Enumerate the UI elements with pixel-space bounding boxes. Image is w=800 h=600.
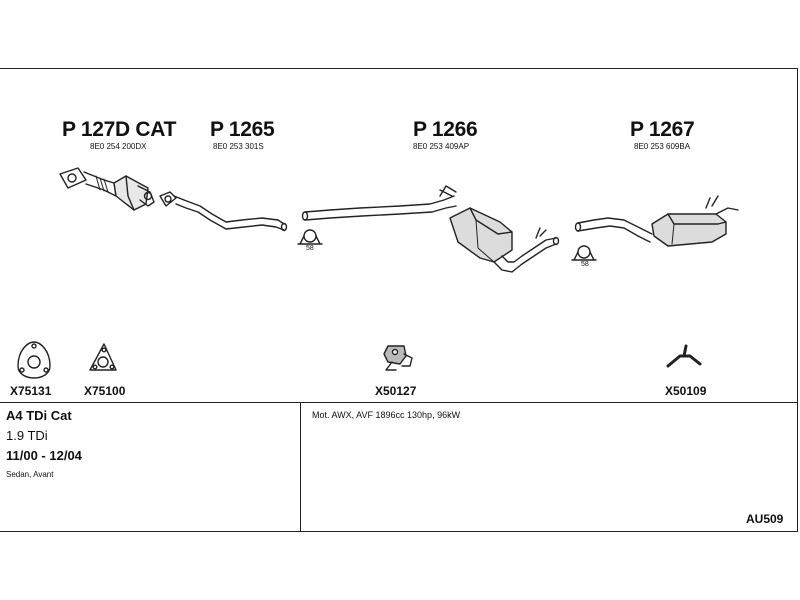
fitting-code-x75100[interactable]: X75100 [84, 384, 126, 398]
part-code-rear-silencer[interactable]: P 1267 [630, 118, 695, 141]
gasket-3-bolt-icon[interactable] [17, 341, 51, 379]
rubber-hanger-icon[interactable] [383, 345, 413, 371]
fitting-code-x50109[interactable]: X50109 [665, 384, 707, 398]
vehicle-model: A4 TDi Cat [6, 408, 72, 423]
part-code-middle-silencer[interactable]: P 1266 [413, 118, 478, 141]
motor-spec: Mot. AWX, AVF 1896cc 130hp, 96kW [312, 410, 461, 420]
front-catalyst-drawing[interactable] [59, 167, 155, 211]
vehicle-body: Sedan, Avant [6, 470, 54, 479]
gasket-triangle-icon[interactable] [89, 343, 117, 371]
divider-vertical [300, 402, 301, 532]
part-oe-middle-silencer: 8E0 253 409AP [413, 142, 470, 151]
part-oe-front-pipe: 8E0 253 301S [213, 142, 264, 151]
reference-code: AU509 [746, 512, 784, 526]
part-oe-front-cat: 8E0 254 200DX [90, 142, 147, 151]
fitting-code-x50127[interactable]: X50127 [375, 384, 417, 398]
diagram-frame [0, 68, 798, 532]
vehicle-years: 11/00 - 12/04 [6, 448, 82, 463]
divider-horizontal [0, 402, 798, 403]
clamp-1-label: 58 [306, 245, 314, 252]
front-pipe-drawing[interactable] [159, 191, 288, 232]
clamp-2-label: 58 [581, 261, 589, 268]
part-code-front-pipe[interactable]: P 1265 [210, 118, 275, 141]
fitting-code-x75131[interactable]: X75131 [10, 384, 52, 398]
part-oe-rear-silencer: 8E0 253 609BA [634, 142, 691, 151]
clamp-2-drawing[interactable] [571, 245, 597, 261]
rear-silencer-drawing[interactable] [574, 195, 739, 247]
hanger-bracket-icon[interactable] [666, 344, 702, 368]
clamp-1-drawing[interactable] [297, 229, 323, 245]
vehicle-engine: 1.9 TDi [6, 428, 48, 443]
part-code-front-cat[interactable]: P 127D CAT [62, 118, 177, 141]
middle-silencer-drawing[interactable] [301, 185, 560, 273]
